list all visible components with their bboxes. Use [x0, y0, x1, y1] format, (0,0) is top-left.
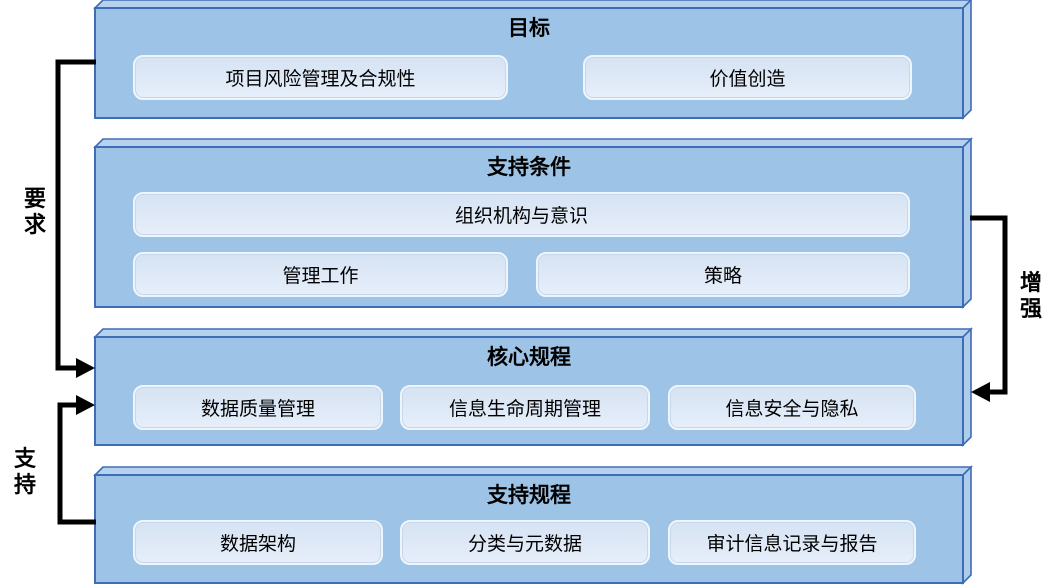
arrow-support: [57, 402, 96, 525]
arrow-requirement-head: [76, 358, 95, 378]
item-project-risk-compliance: 项目风险管理及合规性: [133, 55, 508, 100]
item-information-lifecycle: 信息生命周期管理: [400, 385, 650, 430]
item-audit-logging-reporting: 审计信息记录与报告: [668, 520, 916, 565]
block-goals-side-face: [962, 0, 972, 120]
connector-label-requirement: 要求: [23, 186, 46, 237]
arrow-support-head: [76, 395, 95, 415]
block-support-side-face: [962, 465, 972, 585]
item-strategy: 策略: [536, 252, 910, 297]
arrow-enhance-head: [971, 382, 990, 402]
item-organization-awareness: 组织机构与意识: [133, 192, 910, 237]
item-value-creation: 价值创造: [583, 55, 912, 100]
block-support-top-face: [93, 466, 973, 476]
block-core-top-face: [93, 328, 973, 338]
block-goals-top-face: [93, 0, 973, 9]
item-classification-metadata: 分类与元数据: [400, 520, 650, 565]
arrow-requirement: [55, 59, 96, 371]
block-goals-title: 目标: [508, 17, 550, 40]
arrow-enhance: [970, 215, 1008, 395]
item-management-work: 管理工作: [133, 252, 508, 297]
item-security-privacy: 信息安全与隐私: [668, 385, 916, 430]
block-conditions-title: 支持条件: [487, 156, 571, 179]
block-core-title: 核心规程: [487, 346, 571, 369]
item-data-architecture: 数据架构: [133, 520, 383, 565]
connector-label-enhance: 增强: [1019, 270, 1042, 321]
block-core-side-face: [962, 327, 972, 447]
block-conditions-top-face: [93, 138, 973, 148]
item-data-quality-management: 数据质量管理: [133, 385, 383, 430]
block-conditions-side-face: [962, 137, 972, 309]
block-support-title: 支持规程: [487, 484, 571, 507]
connector-label-support: 支持: [13, 446, 36, 497]
